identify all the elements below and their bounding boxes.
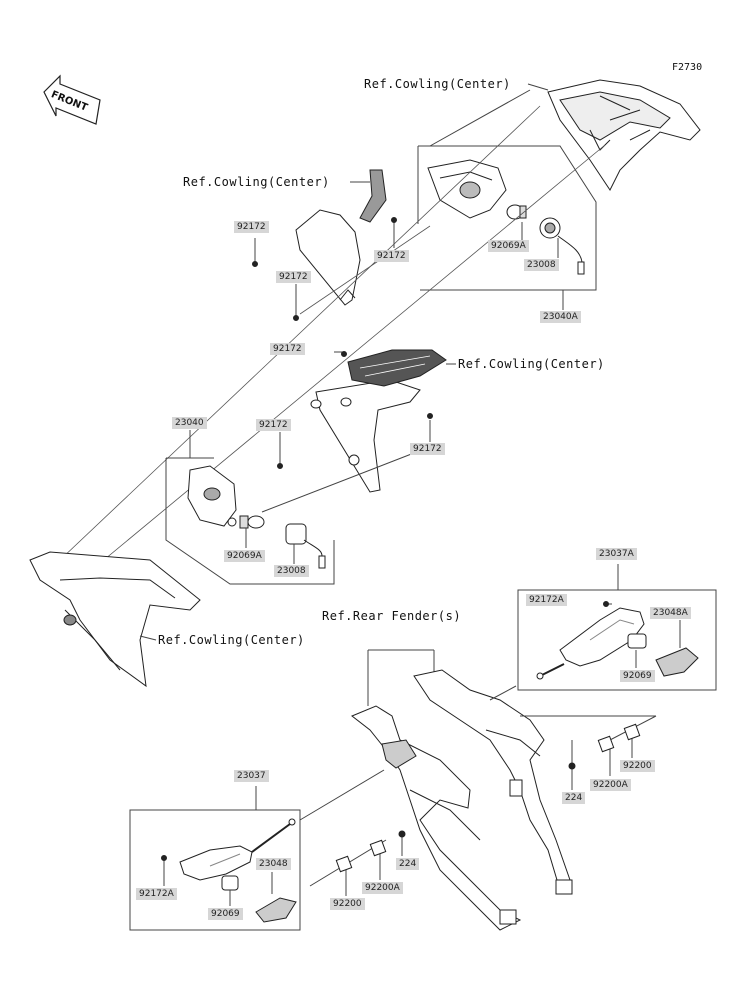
part-tag-92200a: 92200A <box>590 779 631 791</box>
upper-cowling-fairing <box>547 79 701 191</box>
right-lens <box>655 647 699 677</box>
middle-turn-signal-housing <box>187 465 237 527</box>
part-tag-92069a: 92069A <box>224 550 265 562</box>
left-lens <box>255 897 297 923</box>
rear-fender-left <box>351 705 522 931</box>
part-tag-92069a: 92069A <box>488 240 529 252</box>
part-tag-92172a: 92172A <box>526 594 567 606</box>
part-tag-92069: 92069 <box>208 908 243 920</box>
part-tag-92172: 92172 <box>234 221 269 233</box>
part-tag-92172: 92172 <box>256 419 291 431</box>
upper-screws <box>252 217 397 321</box>
part-tag-92172a: 92172A <box>136 888 177 900</box>
left-bulb <box>221 875 239 891</box>
right-bulb <box>627 633 647 649</box>
part-tag-23048: 23048 <box>256 858 291 870</box>
left-turn-signal-assembly <box>179 818 296 881</box>
figure-number: F2730 <box>672 62 703 73</box>
part-tag-92172: 92172 <box>374 250 409 262</box>
upper-left-turn-signal-housing <box>427 159 507 219</box>
upper-bracket <box>295 169 387 306</box>
part-tag-23040: 23040 <box>172 417 207 429</box>
part-tag-92200: 92200 <box>620 760 655 772</box>
part-tag-23008: 23008 <box>274 565 309 577</box>
upper-bulb <box>506 204 527 220</box>
right-turn-signal-assembly <box>536 607 645 680</box>
ref-cowling-center-middle: Ref.Cowling(Center) <box>458 357 605 371</box>
part-tag-23008: 23008 <box>524 259 559 271</box>
middle-tail-cowling <box>29 551 201 688</box>
left-grommets <box>335 830 406 873</box>
ref-cowling-center-upper: Ref.Cowling(Center) <box>183 175 330 189</box>
ref-cowling-center-lower: Ref.Cowling(Center) <box>158 633 305 647</box>
part-tag-92172: 92172 <box>276 271 311 283</box>
part-tag-23048a: 23048A <box>650 607 691 619</box>
middle-bracket <box>310 379 421 493</box>
part-tag-23037a: 23037A <box>596 548 637 560</box>
rear-fender-right <box>413 669 573 925</box>
front-arrow-icon <box>43 74 101 125</box>
part-tag-23037: 23037 <box>234 770 269 782</box>
ref-cowling-center-top: Ref.Cowling(Center) <box>364 77 511 91</box>
right-grommets <box>568 723 641 770</box>
middle-bulb <box>239 515 265 529</box>
middle-grille <box>347 349 447 387</box>
part-tag-224: 224 <box>396 858 420 870</box>
upper-socket <box>539 217 585 275</box>
part-tag-92172: 92172 <box>270 343 305 355</box>
part-tag-92200a: 92200A <box>362 882 403 894</box>
part-tag-23040a: 23040A <box>540 311 581 323</box>
ref-rear-fender: Ref.Rear Fender(s) <box>322 609 462 623</box>
part-tag-92200: 92200 <box>330 898 365 910</box>
part-tag-92172: 92172 <box>410 443 445 455</box>
middle-socket <box>285 523 326 569</box>
part-tag-92069: 92069 <box>620 670 655 682</box>
part-tag-224: 224 <box>562 792 586 804</box>
middle-screws <box>277 351 433 469</box>
